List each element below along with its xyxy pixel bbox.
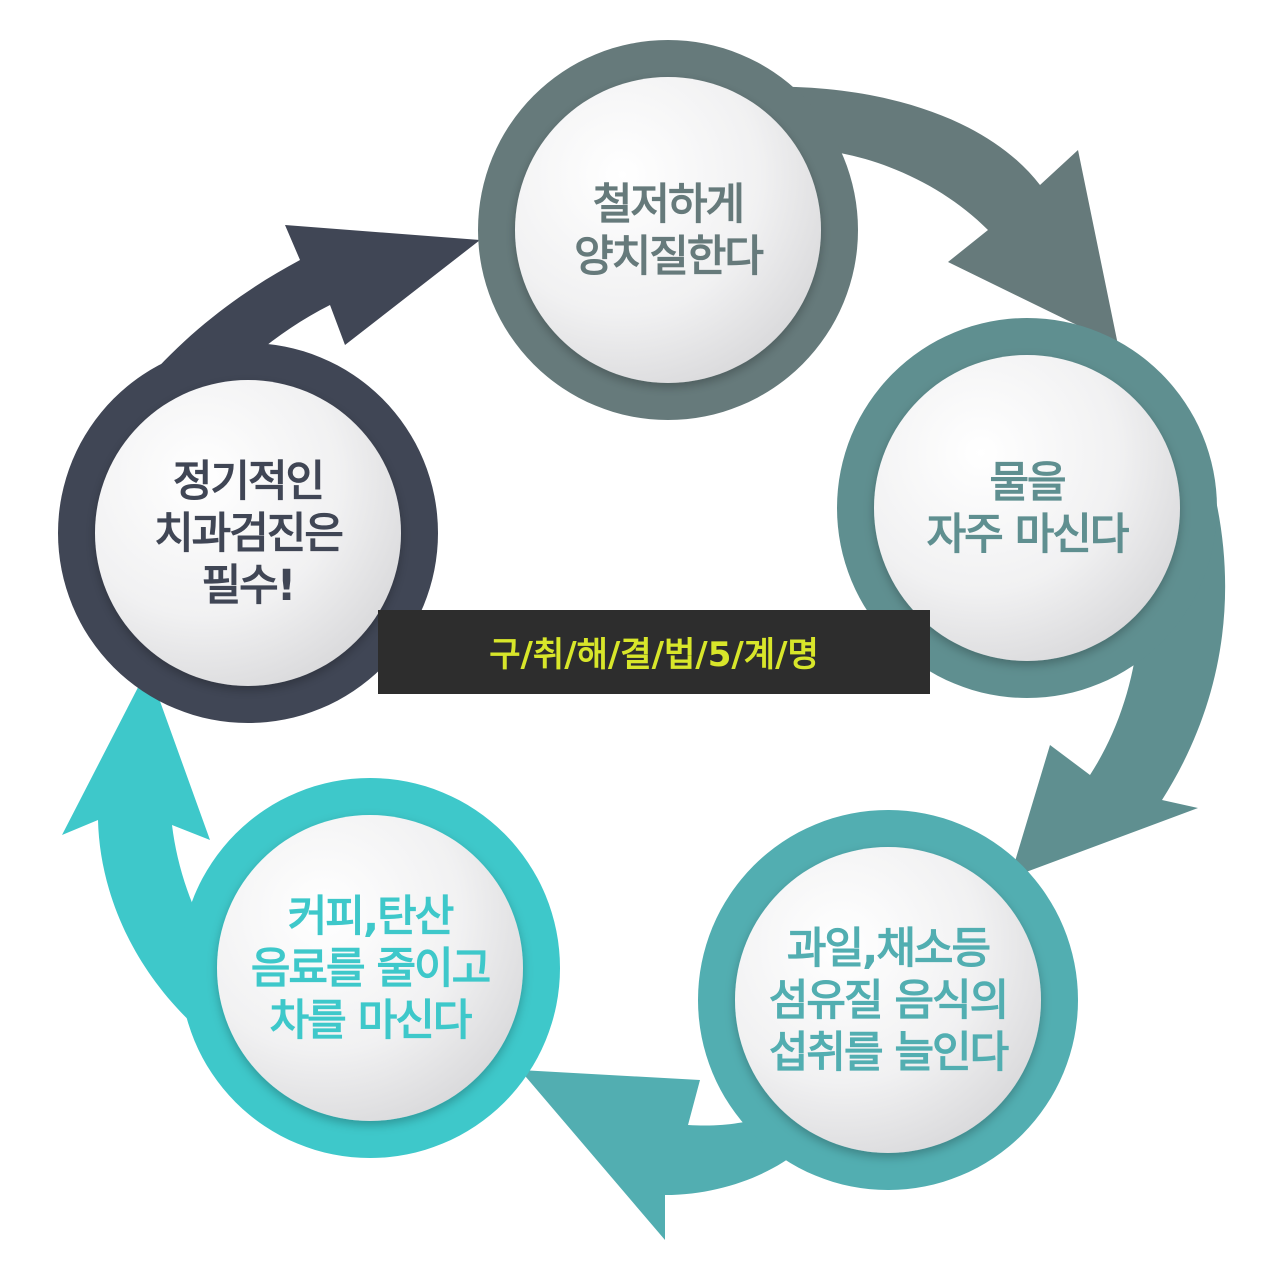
step-label-line: 철저하게 (593, 180, 743, 230)
step-disc-4 (217, 815, 523, 1121)
step-label-line: 물을 (989, 458, 1065, 508)
step-label-line: 섬유질 음식의 (769, 976, 1007, 1026)
step-label-line: 자주 마신다 (927, 510, 1130, 560)
step-disc-3 (735, 847, 1041, 1153)
step-label-line: 음료를 줄이고 (251, 944, 490, 994)
step-label-line: 커피,탄산 (288, 892, 454, 942)
step-label-line: 정기적인 (173, 457, 323, 507)
center-banner: 구/취/해/결/법/5/계/명 (378, 610, 930, 694)
arrow-step1-to-step2 (728, 86, 1118, 345)
step-label-line: 치과검진은 (154, 509, 342, 559)
center-title: 구/취/해/결/법/5/계/명 (489, 635, 819, 675)
step-label-line: 양치질한다 (574, 232, 764, 282)
center-banner-bg (378, 610, 930, 694)
step-label-line: 차를 마신다 (270, 996, 473, 1046)
step-label-line: 섭취를 늘인다 (769, 1028, 1010, 1078)
step-label-line: 과일,채소등 (787, 924, 990, 974)
step-disc-5 (95, 380, 401, 686)
arrow-step3-to-step4 (520, 1070, 800, 1240)
step-disc-2 (874, 355, 1180, 661)
step-disc-1 (515, 77, 821, 383)
step-label-line: 필수! (202, 561, 295, 611)
